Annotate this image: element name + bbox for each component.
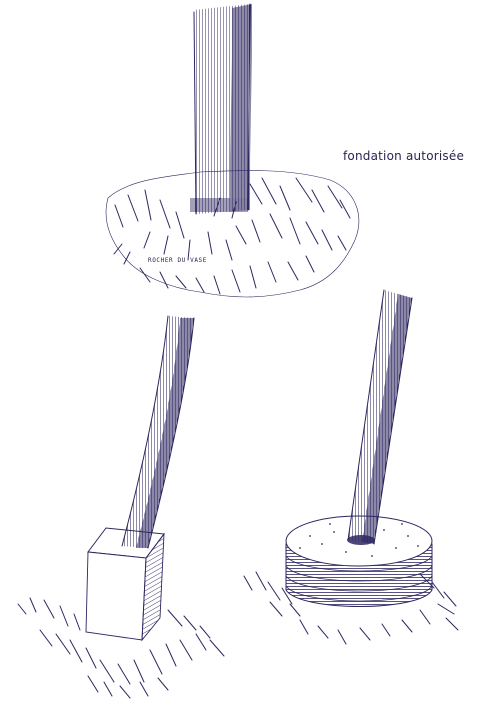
caption-fondation: fondation autorisée	[343, 149, 464, 163]
post-on-rock: ROCHER DU VASE	[106, 4, 359, 297]
rock-label: ROCHER DU VASE	[148, 257, 207, 264]
post-leaning	[347, 290, 412, 545]
post-curved	[122, 316, 194, 548]
post-on-round-stacked-base	[244, 290, 458, 644]
post-on-square-plinth	[18, 316, 224, 698]
post-upper	[194, 4, 252, 214]
